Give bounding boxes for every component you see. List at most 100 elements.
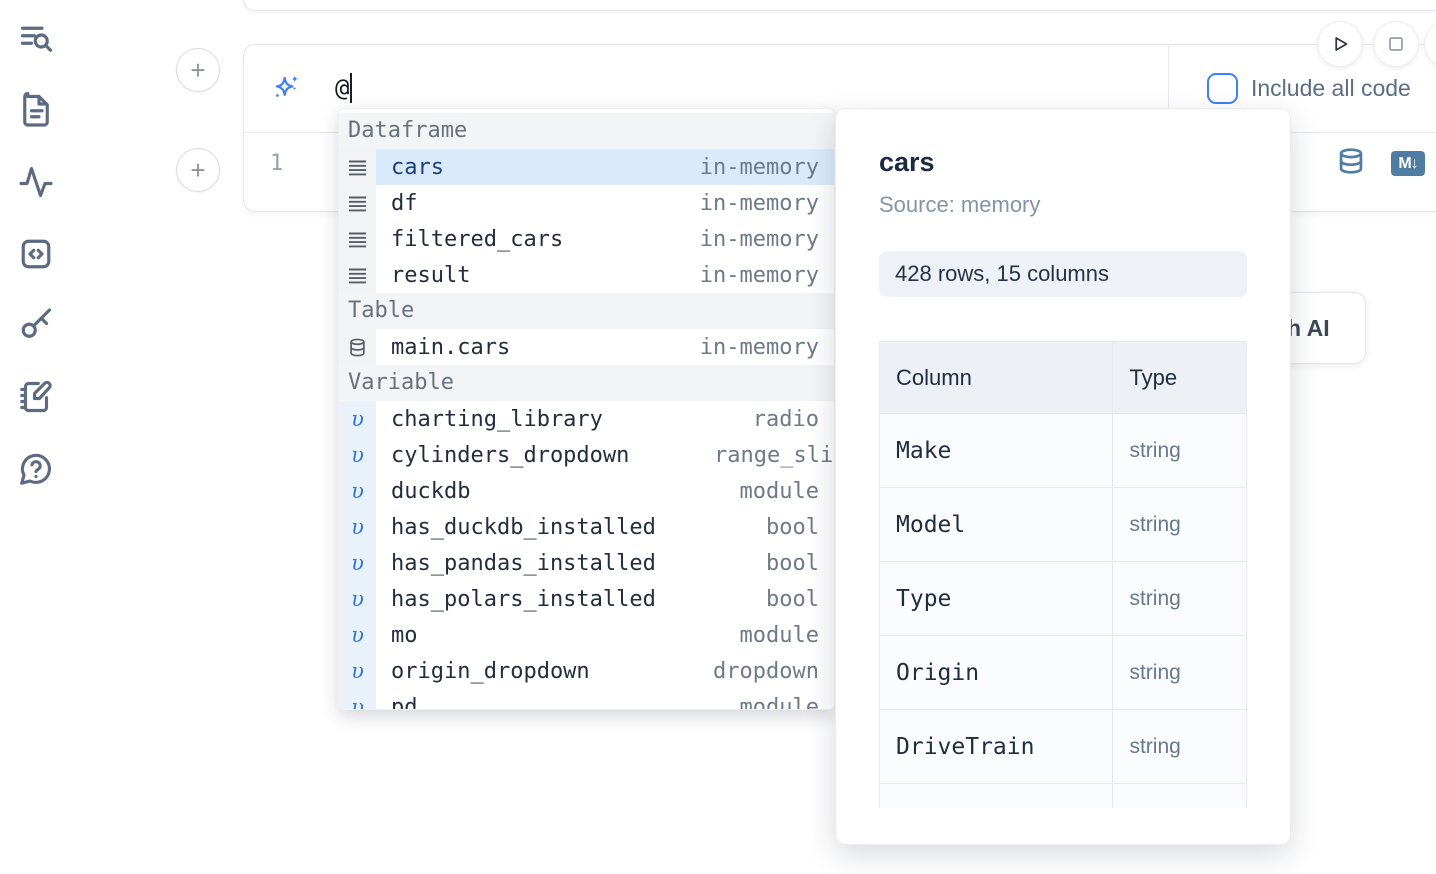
item-type: in-memory [699, 334, 819, 360]
item-type: in-memory [699, 226, 819, 252]
line-number: 1 [270, 151, 284, 176]
schema-header-type: Type [1112, 341, 1247, 414]
item-name: filtered_cars [391, 226, 564, 252]
item-name: df [391, 190, 418, 216]
markdown-icon[interactable]: M↓ [1391, 151, 1425, 176]
schema-column-name: Model [879, 487, 1114, 562]
item-type: radio [752, 406, 819, 432]
code-snippets-icon[interactable] [18, 236, 54, 272]
database-icon[interactable] [1337, 147, 1365, 179]
item-name: has_polars_installed [391, 586, 656, 612]
markdown-badge-label: M↓ [1398, 154, 1418, 172]
autocomplete-section-header: Variable [339, 365, 834, 401]
item-type: module [739, 478, 819, 504]
plus-icon: + [190, 154, 206, 185]
variable-icon: υ [339, 689, 376, 709]
help-chat-icon[interactable] [18, 451, 54, 487]
variable-icon: υ [339, 401, 376, 437]
add-cell-button-top[interactable]: + [176, 48, 220, 92]
schema-column-name: Make [879, 413, 1114, 488]
variable-icon: υ [339, 617, 376, 653]
schema-header-column: Column [879, 341, 1114, 414]
include-all-code-checkbox[interactable] [1207, 73, 1238, 104]
item-type: bool [766, 514, 819, 540]
item-name: pd [391, 694, 418, 710]
item-type: bool [766, 550, 819, 576]
item-type: in-memory [699, 154, 819, 180]
sparkles-icon [270, 72, 302, 104]
item-type: module [739, 694, 819, 710]
autocomplete-item-main: df in-memory [376, 185, 834, 221]
dataframe-preview-panel: cars Source: memory 428 rows, 15 columns… [835, 108, 1291, 845]
add-cell-button-bottom[interactable]: + [176, 148, 220, 192]
autocomplete-item-main: has_polars_installed bool [376, 581, 834, 617]
search-list-icon[interactable] [18, 20, 54, 56]
schema-column-type: string [1112, 635, 1247, 710]
item-name: duckdb [391, 478, 471, 504]
schema-column-type: string [1112, 487, 1247, 562]
activity-icon[interactable] [18, 164, 54, 200]
item-name: mo [391, 622, 418, 648]
include-all-code-label: Include all code [1251, 75, 1411, 101]
stop-button[interactable] [1374, 22, 1418, 66]
partial-circle-button[interactable] [1425, 22, 1436, 66]
item-name: origin_dropdown [391, 658, 590, 684]
schema-column-name: Type [879, 561, 1114, 636]
item-type: dropdown [713, 658, 819, 684]
preview-shape-badge: 428 rows, 15 columns [879, 251, 1247, 297]
shortcuts-key-icon[interactable] [18, 307, 54, 343]
text-cursor [350, 73, 353, 103]
autocomplete-item-filtered_cars[interactable]: filtered_cars in-memory [339, 221, 834, 257]
prompt-value: @ [335, 74, 350, 102]
file-text-icon[interactable] [18, 92, 54, 128]
schema-column-name [879, 783, 1114, 808]
schema-column-name: Origin [879, 635, 1114, 710]
plus-icon: + [190, 54, 206, 85]
autocomplete-item-main: filtered_cars in-memory [376, 221, 834, 257]
ai-prompt-input[interactable]: @ [335, 73, 353, 103]
play-icon [1335, 37, 1348, 51]
code-editor-row[interactable]: 1 M↓ [244, 133, 1436, 211]
rows-icon [339, 221, 376, 257]
scratchpad-icon[interactable] [18, 379, 54, 415]
variable-icon: υ [339, 473, 376, 509]
prompt-divider [1168, 45, 1169, 133]
item-type: bool [766, 586, 819, 612]
autocomplete-item-main: origin_dropdown dropdown [376, 653, 834, 689]
item-name: has_pandas_installed [391, 550, 656, 576]
autocomplete-section-header: Table [339, 293, 834, 329]
autocomplete-item-df[interactable]: df in-memory [339, 185, 834, 221]
autocomplete-item-main: pd module [376, 689, 834, 710]
run-cell-button[interactable] [1318, 22, 1362, 66]
autocomplete-section-header: Dataframe [339, 113, 834, 149]
previous-cell-bottom-edge [243, 0, 1436, 11]
autocomplete-item-main: duckdb module [376, 473, 834, 509]
variable-icon: υ [339, 509, 376, 545]
item-type: in-memory [699, 190, 819, 216]
